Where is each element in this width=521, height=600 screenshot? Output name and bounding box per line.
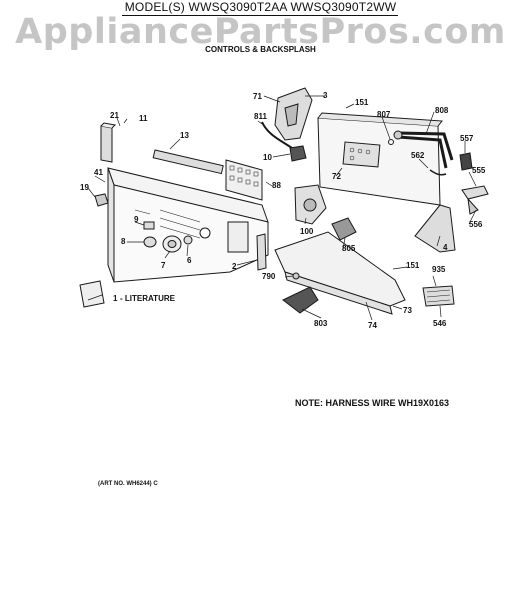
callout-557: 557 xyxy=(460,134,474,143)
callout-805: 805 xyxy=(342,244,356,253)
callout-88: 88 xyxy=(272,181,281,190)
valve-part-10 xyxy=(289,145,307,162)
clamp-part-555 xyxy=(461,185,489,200)
hose-part-811 xyxy=(261,121,293,149)
callout-100: 100 xyxy=(300,227,314,236)
callout-556: 556 xyxy=(469,220,483,229)
section-title: CONTROLS & BACKSPLASH xyxy=(205,45,316,54)
callout-803: 803 xyxy=(314,319,328,328)
callout-546: 546 xyxy=(433,319,447,328)
callout-2: 2 xyxy=(232,262,237,271)
harness-part-546 xyxy=(422,285,455,307)
callout-8: 8 xyxy=(121,237,126,246)
callout-811: 811 xyxy=(254,112,267,121)
header-rule xyxy=(122,15,398,16)
literature-label: - LITERATURE xyxy=(120,294,176,303)
harness-note: NOTE: HARNESS WIRE WH19X0163 xyxy=(295,398,450,408)
callout-935: 935 xyxy=(432,265,446,274)
callout-41: 41 xyxy=(94,168,103,177)
model-header: MODEL(S) WWSQ3090T2AA WWSQ3090T2WW xyxy=(124,0,397,14)
callout-151-lower: 151 xyxy=(406,261,420,270)
watermark-logo: AppliancePartsPros.com xyxy=(15,12,506,52)
end-cap-part-4 xyxy=(414,204,456,253)
callout-562: 562 xyxy=(411,151,425,160)
literature-part-1 xyxy=(79,280,105,308)
knob-part-8 xyxy=(143,236,157,248)
callout-13: 13 xyxy=(180,131,189,140)
callout-74: 74 xyxy=(368,321,377,330)
callout-6: 6 xyxy=(187,256,192,265)
callout-4: 4 xyxy=(443,243,448,252)
callout-11: 11 xyxy=(139,114,148,123)
callout-literature-1: 1 xyxy=(113,294,118,303)
knob-part-7 xyxy=(162,235,182,253)
control-board-part-88 xyxy=(225,159,263,201)
callout-10: 10 xyxy=(263,153,272,162)
knob-part-6 xyxy=(183,235,193,245)
washer-part-807 xyxy=(388,139,394,145)
callout-790: 790 xyxy=(262,272,276,281)
motor-part-100 xyxy=(294,184,327,225)
callout-72: 72 xyxy=(332,172,341,181)
callout-71: 71 xyxy=(253,92,262,101)
inlet-hose-part-808 xyxy=(393,130,454,169)
sensor-part-557 xyxy=(459,152,473,171)
control-panel-part xyxy=(107,149,269,283)
knob-part-19 xyxy=(94,193,109,207)
callout-808: 808 xyxy=(435,106,449,115)
callout-7: 7 xyxy=(161,261,166,270)
bezel-part-21 xyxy=(100,122,117,163)
switch-part-805 xyxy=(331,217,357,241)
callout-21: 21 xyxy=(110,111,119,120)
callout-9: 9 xyxy=(134,215,139,224)
art-number: (ART NO. WH6244) C xyxy=(98,481,158,487)
callout-151-upper: 151 xyxy=(355,98,369,107)
callout-73: 73 xyxy=(403,306,412,315)
callout-555: 555 xyxy=(472,166,486,175)
switch-part-9 xyxy=(143,221,155,230)
callout-3: 3 xyxy=(323,91,328,100)
shroud-part-74 xyxy=(274,231,406,315)
callout-19: 19 xyxy=(80,183,89,192)
tube-part-562 xyxy=(429,169,447,176)
bracket-part-3 xyxy=(274,87,313,141)
bracket-part-2 xyxy=(256,233,267,271)
clip-part-790 xyxy=(292,272,300,280)
clamp-part-556 xyxy=(467,197,479,215)
callout-807: 807 xyxy=(377,110,391,119)
bracket-part-803 xyxy=(282,286,319,314)
